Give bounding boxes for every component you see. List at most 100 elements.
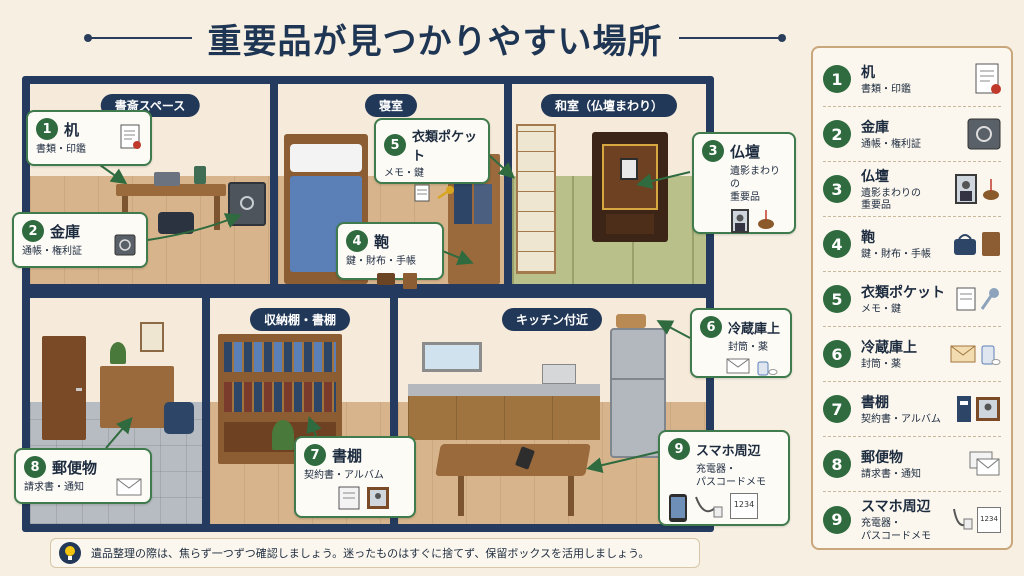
callout-3-butsudan: 3 仏壇 遺影まわりの重要品: [692, 132, 796, 234]
room-label-bedroom: 寝室: [364, 94, 418, 117]
microwave: [542, 364, 576, 384]
envelope-icon: [116, 478, 142, 496]
legend-sub: 請求書・通知: [861, 468, 921, 480]
document-icon: [975, 63, 1001, 94]
legend-number: 2: [823, 120, 851, 148]
legend-number: 4: [823, 230, 851, 258]
legend-title: 郵便物: [861, 449, 903, 466]
shoji-screen: [516, 124, 556, 274]
legend-title: 書棚: [861, 394, 889, 411]
tip-text: 遺品整理の際は、焦らず一つずつ確認しましょう。迷ったものはすぐに捨てず、保留ボッ…: [91, 547, 650, 560]
legend-sub: 鍵・財布・手帳: [861, 248, 931, 260]
legend-item-1: 1 机書類・印鑑: [823, 52, 1001, 107]
document-icon: [120, 124, 141, 149]
refrigerator: [610, 328, 666, 458]
entrance-bag: [164, 402, 194, 434]
callout-title: 鞄: [374, 232, 390, 251]
desk: [116, 184, 226, 196]
room-washitsu: 和室（仏壇まわり）: [512, 84, 706, 284]
photo-album-icon: [367, 487, 389, 509]
legend-item-4: 4 鞄鍵・財布・手帳: [823, 217, 1001, 272]
memo-icon: [956, 287, 976, 311]
legend-sub: 遺影まわりの重要品: [861, 187, 921, 212]
callout-title: 机: [64, 120, 80, 139]
callout-7-bookshelf: 7 書棚 契約書・アルバム: [294, 436, 416, 518]
legend-item-7: 7 書棚契約書・アルバム: [823, 382, 1001, 437]
legend-title: スマホ周辺: [861, 499, 931, 515]
altar-portrait: [620, 158, 638, 180]
legend-title: 鞄: [861, 229, 875, 246]
legend-panel: 1 机書類・印鑑 2 金庫通帳・権利証 3 仏壇遺影まわりの重要品 4 鞄鍵・財…: [811, 46, 1013, 550]
callout-title: 冷蔵庫上: [728, 321, 781, 337]
callout-title: 衣類ポケット: [412, 130, 478, 164]
callout-number: 3: [702, 140, 724, 162]
callout-sub: 契約書・アルバム: [304, 470, 384, 481]
callout-number: 7: [304, 444, 326, 466]
legend-number: 3: [823, 175, 851, 203]
legend-item-2: 2 金庫通帳・権利証: [823, 107, 1001, 162]
legend-title: 金庫: [861, 119, 889, 136]
legend-number: 7: [823, 395, 851, 423]
legend-item-9: 9 スマホ周辺充電器・パスコードメモ 1234: [823, 492, 1001, 547]
page-title: 重要品が見つかりやすい場所: [207, 21, 663, 62]
lightbulb-icon: [59, 542, 81, 564]
passcode-memo-icon: 1234: [977, 506, 1001, 533]
callout-title: スマホ周辺: [696, 443, 761, 459]
callout-number: 9: [668, 438, 690, 460]
callout-sub: 通帳・権利証: [22, 246, 82, 257]
legend-number: 1: [823, 65, 851, 93]
legend-number: 5: [823, 285, 851, 313]
medicine-icon: [981, 345, 1001, 365]
title-line-left: [84, 34, 192, 42]
callout-sub: 鍵・財布・手帳: [346, 256, 416, 267]
legend-number: 9: [823, 505, 851, 534]
memo-icon: [414, 184, 430, 202]
kitchen-window: [422, 342, 482, 372]
room-label-kitchen: キッチン付近: [501, 308, 603, 331]
phone-icon: [669, 494, 687, 522]
callout-number: 6: [700, 316, 722, 338]
callout-number: 2: [22, 220, 44, 242]
legend-sub: 契約書・アルバム: [861, 413, 941, 425]
callout-sub: 封筒・薬: [728, 342, 768, 353]
legend-number: 6: [823, 340, 851, 368]
legend-title: 仏壇: [861, 168, 889, 185]
room-label-storage: 収納棚・書棚: [249, 308, 351, 331]
callout-title: 郵便物: [52, 458, 98, 477]
legend-item-8: 8 郵便物請求書・通知: [823, 437, 1001, 492]
callout-6-fridge-top: 6 冷蔵庫上 封筒・薬: [690, 308, 792, 378]
legend-item-5: 5 衣類ポケットメモ・鍵: [823, 272, 1001, 327]
callout-number: 4: [346, 230, 368, 252]
callout-number: 1: [36, 118, 58, 140]
passcode-memo-icon: 1234: [730, 493, 758, 519]
legend-title: 衣類ポケット: [861, 284, 945, 301]
callout-number: 5: [384, 134, 406, 156]
portrait-icon: [731, 209, 749, 233]
charger-icon: [953, 508, 973, 529]
callout-title: 金庫: [50, 222, 81, 241]
envelope-icon: [950, 345, 976, 363]
legend-title: 机: [861, 64, 875, 81]
kitchen-counter: [408, 384, 600, 396]
callout-title: 仏壇: [730, 142, 761, 161]
callout-sub: 請求書・通知: [24, 482, 84, 493]
tip-bar: 遺品整理の際は、焦らず一つずつ確認しましょう。迷ったものはすぐに捨てず、保留ボッ…: [50, 538, 700, 568]
safe-icon: [967, 118, 1001, 150]
binder-icon: [957, 396, 971, 422]
callout-title: 書棚: [332, 446, 363, 465]
legend-sub: メモ・鍵: [861, 303, 901, 315]
notebook-icon: [982, 232, 1000, 256]
charger-icon: [695, 496, 723, 518]
legend-sub: 書類・印鑑: [861, 83, 911, 95]
wallet-icon: [377, 273, 395, 285]
room-label-washitsu: 和室（仏壇まわり）: [540, 94, 678, 117]
key-icon: [980, 288, 999, 310]
callout-sub: 遺影まわりの重要品: [730, 166, 780, 203]
legend-sub: 通帳・権利証: [861, 138, 921, 150]
legend-item-6: 6 冷蔵庫上封筒・薬: [823, 327, 1001, 382]
dining-table: [435, 444, 591, 476]
